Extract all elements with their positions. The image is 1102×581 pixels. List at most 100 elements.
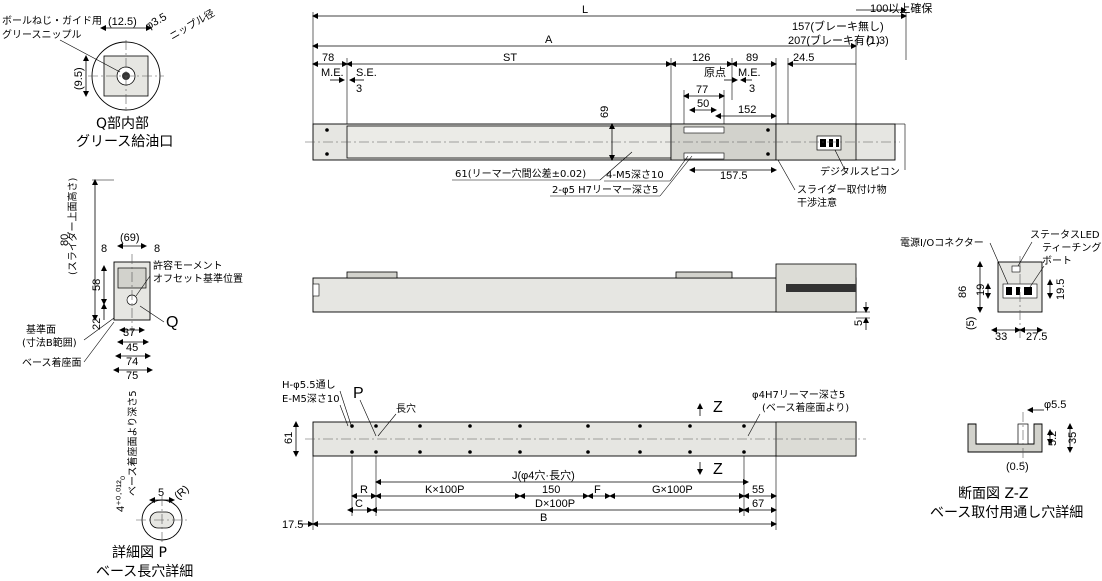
dim-J: J(φ4穴·長穴)	[512, 468, 575, 482]
label-dimension-b-range: (寸法B範囲)	[22, 336, 77, 349]
label-phi4-from-base: (ベース着座面より)	[762, 401, 849, 414]
label-e-m5: E-M5深さ10	[282, 393, 340, 405]
dim-9-5: (9.5)	[73, 67, 85, 90]
dim-C: C	[355, 498, 363, 510]
dim-19: 19	[975, 284, 987, 296]
base-hole	[374, 450, 378, 454]
dim-35: 35	[1067, 432, 1079, 444]
label-me-right: M.E.	[738, 67, 761, 79]
label-me-left: M.E.	[321, 67, 344, 79]
dim-86: 86	[957, 286, 969, 298]
dim-G: G×100P	[652, 484, 693, 496]
callout-m5-depth: 4-M5深さ10	[606, 169, 664, 181]
label-p: P	[353, 385, 364, 402]
base-hole	[350, 450, 354, 454]
label-moment-1: 許容モーメント	[153, 259, 223, 272]
label-base-seat: ベース着座面	[22, 356, 82, 369]
label-teaching-2: ボート	[1042, 255, 1072, 267]
dim-126: 126	[692, 52, 710, 64]
dim-R: R	[360, 484, 368, 496]
section-zz: φ5.5 5.2 35 (0.5) 断面図 Z-Z ベース取付用通し穴詳細	[930, 399, 1083, 521]
dim-69: 69	[599, 106, 611, 118]
dim-100-clearance: 100以上確保	[870, 1, 932, 15]
base-hole	[468, 450, 472, 454]
side-view: 5	[312, 263, 870, 330]
dim-45: 45	[126, 342, 138, 354]
dim-5-side: 5	[853, 320, 865, 326]
q-detail: ボールねじ・ガイド用 グリースニップル (12.5) φ3.5 ニップル径 (9…	[2, 6, 217, 150]
dim-22: 22	[91, 318, 103, 330]
dim-37: 37	[123, 327, 135, 339]
caption-p-slot: ベース長穴詳細	[96, 564, 193, 580]
dim-12-5: (12.5)	[108, 16, 137, 28]
caption-p-detail: 詳細図 P	[112, 545, 167, 561]
label-status-led: ステータスLED	[1030, 229, 1100, 241]
dim-phi5-5: φ5.5	[1044, 399, 1066, 411]
base-hole	[518, 450, 522, 454]
right-end-view: 電源I/Oコネクター ステータスLED ティーチング ボート 86 19 19.…	[900, 229, 1101, 343]
mount-hole	[325, 152, 329, 156]
label-se: S.E.	[356, 67, 377, 79]
label-origin: 原点	[704, 66, 726, 79]
caption-q-detail: Q部内部	[96, 116, 149, 132]
mount-hole	[766, 152, 770, 156]
base-hole	[518, 424, 522, 428]
label-grease-1: ボールねじ・ガイド用	[2, 15, 102, 27]
dim-phi3-5: φ3.5	[144, 11, 169, 33]
status-led-icon	[1016, 287, 1020, 295]
dim-D: D×100P	[535, 498, 575, 510]
base-hole	[418, 450, 422, 454]
callout-interference-2: 干渉注意	[797, 196, 837, 209]
base-hole	[586, 424, 590, 428]
label-p-radius: (R)	[172, 483, 191, 502]
callout-interference-1: スライダー取付け物	[797, 183, 887, 196]
label-grease-2: グリースニップル	[2, 28, 82, 41]
base-hole	[418, 424, 422, 428]
switch-icon	[836, 139, 839, 147]
base-hole	[688, 424, 692, 428]
dim-27-5: 27.5	[1026, 331, 1047, 343]
dim-67: 67	[752, 498, 764, 510]
bottom-view: H-φ5.5通し E-M5深さ10 P 長穴 Z Z φ4H7リーマー深さ5 (…	[282, 379, 866, 531]
dim-207-brake: 207(ブレーキ有り)	[788, 33, 880, 47]
dim-5-paren: (5)	[965, 317, 977, 330]
dim-F: F	[594, 484, 601, 496]
label-phi4-reamer: φ4H7リーマー深さ5	[752, 389, 845, 401]
base-hole	[586, 450, 590, 454]
teaching-port-icon	[1024, 287, 1032, 295]
label-h-through: H-φ5.5通し	[282, 379, 336, 391]
label-power-io: 電源I/Oコネクター	[900, 236, 984, 249]
dim-p-tolerance: 4⁺⁰·⁰¹²₀	[115, 476, 127, 512]
callout-phi5-reamer: 2-φ5 H7リーマー深さ5	[552, 184, 658, 196]
dim-157-no-brake: 157(ブレーキ無し)	[792, 19, 884, 33]
heat-fin	[786, 284, 856, 292]
caption-section-zz: 断面図 Z-Z	[958, 486, 1028, 502]
label-slider-top-height: (スライダー上面高さ)	[66, 177, 79, 275]
dim-L: L	[582, 4, 588, 16]
label-3-left: 3	[356, 83, 362, 95]
dim-69-paren: (69)	[120, 232, 140, 244]
dim-75: 75	[126, 370, 138, 382]
dim-78: 78	[322, 52, 334, 64]
dim-74: 74	[126, 356, 138, 368]
dim-80: 80	[59, 234, 71, 246]
dim-50: 50	[697, 98, 709, 110]
base-hole	[468, 424, 472, 428]
dim-K: K×100P	[425, 484, 464, 496]
top-view: L A 100以上確保 157(ブレーキ無し) 207(ブレーキ有り) (1.3…	[305, 1, 932, 209]
section-profile	[967, 423, 1043, 453]
led-icon	[829, 139, 833, 147]
dim-58: 58	[91, 279, 103, 291]
callout-reamer-tolerance: 61(リーマー穴間公差±0.02)	[455, 167, 586, 180]
dim-55: 55	[752, 484, 764, 496]
dim-A: A	[545, 34, 553, 46]
label-moment-2: オフセット基準位置	[153, 272, 243, 285]
dim-77: 77	[696, 84, 708, 96]
dim-B: B	[540, 512, 547, 524]
dim-19-5: 19.5	[1055, 279, 1067, 300]
dim-5-2: 5.2	[1047, 431, 1059, 446]
dim-157-5: 157.5	[720, 170, 748, 182]
base-hole	[742, 424, 746, 428]
left-end-view: 80 (スライダー上面高さ) 8 (69) 8 許容モーメント オフセット基準位…	[22, 177, 243, 382]
